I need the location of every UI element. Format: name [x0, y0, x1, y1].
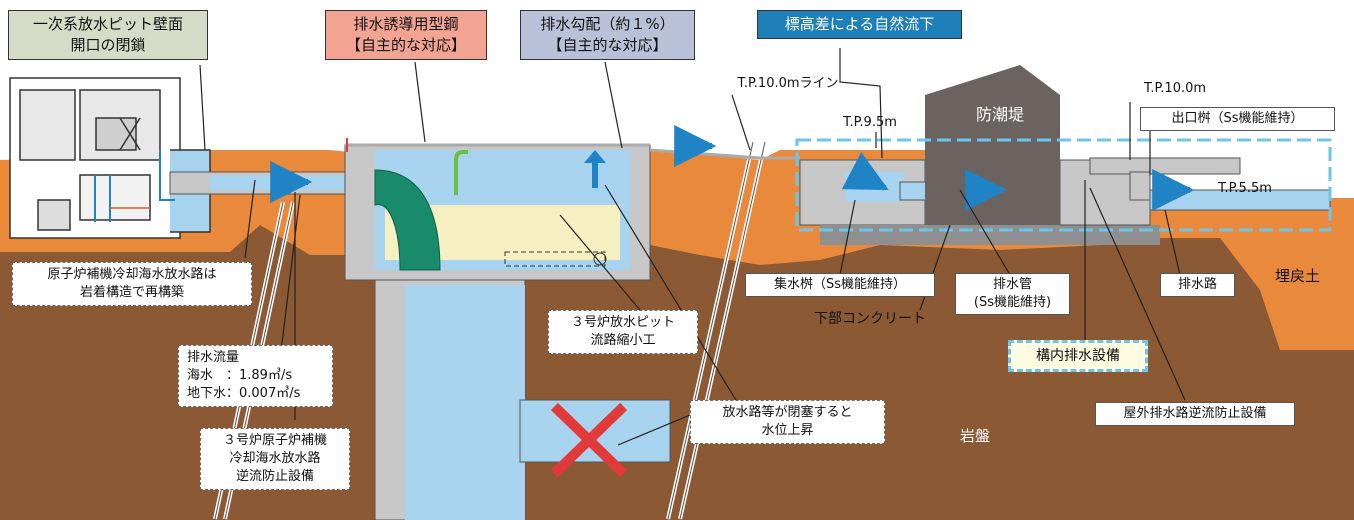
- seawall-label: 防潮堤: [975, 105, 1024, 124]
- tp100-label: T.P.10.0m: [1143, 81, 1207, 96]
- upflow-arrow: [584, 150, 606, 188]
- unit3-outfall-pit: [344, 138, 671, 520]
- tp55-label: T.P.5.5m: [1218, 181, 1272, 196]
- collect-box-label: 集水桝（Ss機能維持）: [745, 273, 935, 297]
- seawall: [925, 65, 1060, 225]
- outlet-box-label: 出口桝（Ss機能維持）: [1140, 107, 1335, 131]
- break-line-3: [667, 141, 766, 520]
- backflow-outdoor-label: 屋外排水路逆流防止設備: [1095, 402, 1295, 426]
- unit3-backflow-label: ３号炉原子炉補機冷却海水放水路逆流防止設備: [200, 428, 350, 490]
- primary-pit-wall-label: 一次系放水ピット壁面開口の閉鎖: [8, 10, 208, 60]
- yard-drain-label: 構内排水設備: [1008, 340, 1148, 372]
- natural-flow-label: 標高差による自然流下: [757, 10, 962, 39]
- drain-pipe-label: 排水管(Ss機能維持): [955, 273, 1070, 315]
- drain-slope-label: 排水勾配（約１%）【自主的な対応】: [520, 10, 695, 60]
- steel-guide-label: 排水誘導用型鋼【自主的な対応】: [325, 10, 487, 60]
- blockage-label: 放水路等が閉塞すると水位上昇: [690, 400, 885, 444]
- tp95-label: T.P.9.5m: [843, 115, 897, 130]
- drainage-structure: [799, 157, 1331, 245]
- tp10-line-label: T.P.10.0mライン: [737, 76, 839, 91]
- blockage-cross-icon: [550, 402, 628, 478]
- flow-arrow-3: [841, 151, 889, 191]
- yard-drain-highlight: [795, 138, 1332, 232]
- reactor-outfall-label: 原子炉補機冷却海水放水路は岩着構造で再構築: [12, 262, 252, 306]
- unit3-pit-narrow-label: ３号炉放水ピット流路縮小工: [548, 310, 698, 354]
- drain-channel-label: 排水路: [1160, 273, 1235, 297]
- lower-concrete-label: 下部コンクリート: [814, 311, 926, 327]
- backfill-label: 埋戻土: [1274, 267, 1320, 285]
- drain-flow-label: 排水流量 海水 ：1.89㎥/s 地下水：0.007㎥/s: [178, 345, 333, 407]
- bedrock-label: 岩盤: [959, 427, 990, 445]
